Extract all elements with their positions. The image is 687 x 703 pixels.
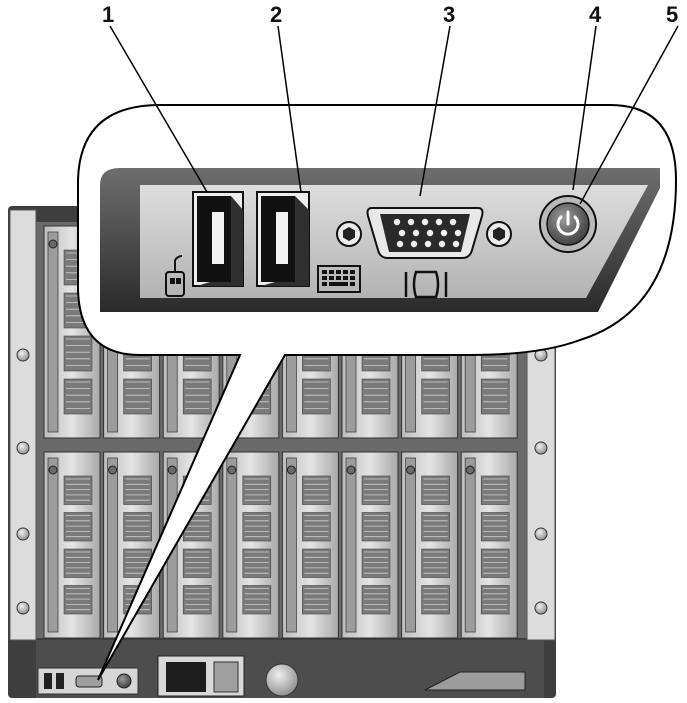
blade-server — [44, 452, 100, 638]
blade-server — [461, 452, 517, 638]
lcd-screen — [166, 662, 206, 692]
vga-pin — [436, 219, 442, 225]
vga-pin — [399, 230, 405, 236]
vga-pin — [439, 241, 445, 247]
power-button — [540, 196, 596, 252]
callout-number-4: 4 — [589, 2, 602, 27]
callout-number-1: 1 — [102, 2, 114, 27]
usb-slot-mini-1 — [44, 673, 52, 689]
vga-pin — [422, 219, 428, 225]
usb-keyboard-port — [257, 192, 309, 286]
vga-pin — [455, 230, 461, 236]
blade-server — [223, 452, 279, 638]
left-rail — [10, 210, 36, 640]
vga-pin — [425, 241, 431, 247]
vga-pin — [427, 230, 433, 236]
screw-icon — [337, 222, 361, 246]
vga-pin — [441, 230, 447, 236]
screw-icon — [487, 222, 511, 246]
power-button-mini — [117, 674, 131, 688]
lcd-button — [214, 662, 238, 692]
blade-server — [402, 452, 458, 638]
vga-pin — [413, 230, 419, 236]
blade-server — [342, 452, 398, 638]
usb-mouse-port — [193, 192, 243, 286]
vga-pin — [450, 219, 456, 225]
callout-number-2: 2 — [270, 2, 282, 27]
usb-slot-mini-2 — [56, 673, 64, 689]
vga-pin — [394, 219, 400, 225]
blade-server — [282, 452, 338, 638]
vga-pin — [408, 219, 414, 225]
callout-number-3: 3 — [443, 2, 455, 27]
callout-number-5: 5 — [666, 2, 678, 27]
vga-pin — [397, 241, 403, 247]
vga-pin — [411, 241, 417, 247]
chassis-knob — [266, 664, 298, 696]
vga-pin — [453, 241, 459, 247]
